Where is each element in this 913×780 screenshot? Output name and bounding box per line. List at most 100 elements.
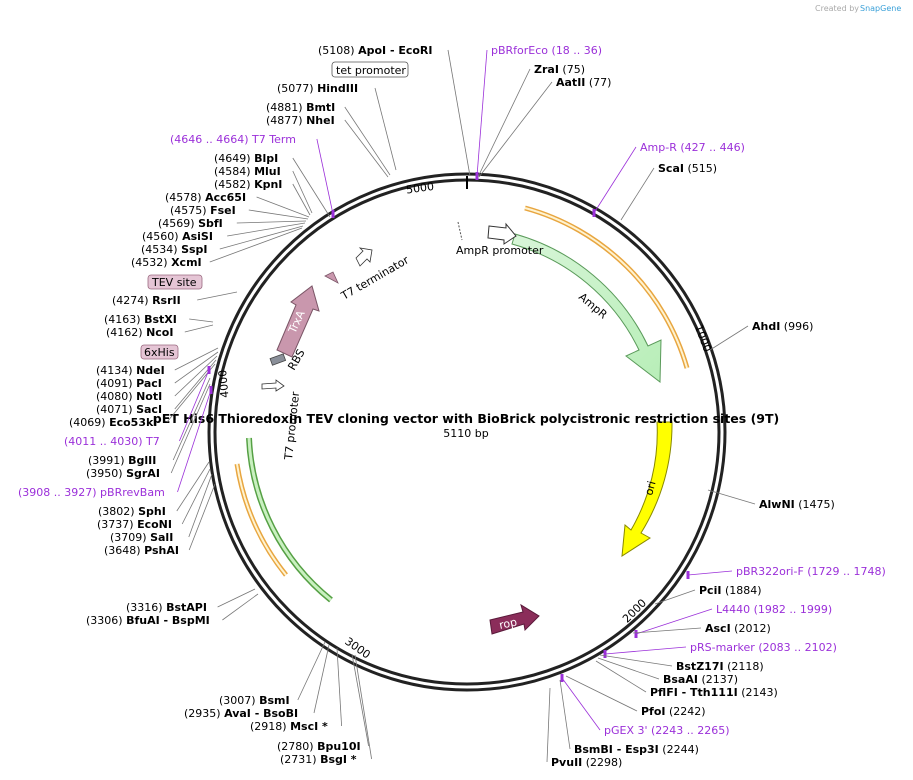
site-label-fsei[interactable]: (4575) FseI [170, 204, 236, 217]
site-label-pfoi[interactable]: PfoI (2242) [641, 705, 706, 718]
site-label-kpni[interactable]: (4582) KpnI [214, 178, 282, 191]
site-label-asisi[interactable]: (4560) AsiSI [142, 230, 213, 243]
site-label-bmti[interactable]: (4881) BmtI [266, 101, 335, 114]
leader-pbr322ori [687, 570, 733, 576]
leader-xcmi [209, 227, 303, 263]
site-label-sphi[interactable]: (3802) SphI [98, 505, 166, 518]
ampr-promoter-arrow[interactable] [487, 222, 517, 245]
site-label-rsrii[interactable]: (4274) RsrII [112, 294, 181, 307]
leader-prsmarker [604, 646, 687, 655]
leader-scai [620, 167, 655, 221]
leader-t7term [316, 138, 334, 215]
site-label-sali[interactable]: (3709) SalI [110, 531, 173, 544]
leader-zrai [477, 68, 531, 178]
leader-pflfi [595, 660, 647, 693]
primer-mark-prsmarker [603, 650, 607, 658]
site-label-zrai[interactable]: ZraI (75) [534, 63, 585, 76]
site-label-bsmi[interactable]: (3007) BsmI [219, 694, 290, 707]
tev-site-box[interactable]: TEV site [147, 274, 203, 290]
site-label-avai[interactable]: (2935) AvaI - BsoBI [184, 707, 298, 720]
leader-l4440 [635, 608, 713, 635]
tick-5000: 5000 [405, 180, 435, 197]
site-label-pvuii[interactable]: PvuII (2298) [551, 756, 622, 769]
leader-kpni [292, 183, 311, 216]
site-label-bsmbi[interactable]: BsmBI - Esp3I (2244) [574, 743, 699, 756]
leader-ndei [174, 347, 219, 371]
trxa-feature-arrow[interactable] [276, 285, 320, 358]
leader-bmti [344, 106, 391, 176]
site-label-aatii[interactable]: AatII (77) [556, 76, 611, 89]
site-label-t7[interactable]: (4011 .. 4030) T7 [64, 435, 160, 448]
site-label-nhei[interactable]: (4877) NheI [266, 114, 335, 127]
t7-terminator-arrow[interactable] [355, 247, 373, 267]
leader-msci [336, 647, 342, 727]
leader-aatii [478, 81, 553, 178]
rbs-feature[interactable] [269, 353, 287, 366]
site-label-bglii[interactable]: (3991) BglII [88, 454, 156, 467]
site-label-sspi[interactable]: (4534) SspI [141, 243, 208, 256]
site-label-msci[interactable]: (2918) MscI * [250, 720, 328, 733]
t7-promoter-arrow[interactable] [261, 379, 285, 392]
primer-mark-pbr322ori [686, 571, 690, 579]
site-label-apoi[interactable]: (5108) ApoI - EcoRI [318, 44, 433, 57]
site-label-ahdi[interactable]: AhdI (996) [752, 320, 813, 333]
site-label-bstxi[interactable]: (4163) BstXI [104, 313, 177, 326]
primer-mark-t7 [207, 366, 211, 374]
leader-bglii [172, 377, 211, 461]
leader-pgex3 [561, 677, 601, 731]
site-label-bsgi[interactable]: (2731) BsgI * [280, 753, 357, 766]
primer-mark-pbrrevbam [209, 386, 213, 394]
site-label-sbfi[interactable]: (4569) SbfI [158, 217, 223, 230]
lower-orange-band-inner [236, 463, 287, 576]
site-label-bstapi[interactable]: (3316) BstAPI [126, 601, 207, 614]
site-label-sgrai[interactable]: (3950) SgrAI [86, 467, 160, 480]
site-label-pbr322ori[interactable]: pBR322ori-F (1729 .. 1748) [736, 565, 886, 578]
tet-promoter-box[interactable]: tet promoter [331, 61, 409, 78]
site-label-bfuai[interactable]: (3306) BfuAI - BspMI [86, 614, 210, 627]
his6-box[interactable]: 6xHis [140, 344, 179, 360]
site-label-bsaai[interactable]: BsaAI (2137) [663, 673, 738, 686]
site-label-econi[interactable]: (3737) EcoNI [97, 518, 172, 531]
rop-feature-arrow[interactable] [489, 603, 540, 635]
site-label-xcmi[interactable]: (4532) XcmI [131, 256, 202, 269]
site-label-hindiii[interactable]: (5077) HindIII [277, 82, 358, 95]
leader-acc65i [256, 196, 310, 218]
site-label-t7term[interactable]: (4646 .. 4664) T7 Term [170, 133, 296, 146]
site-label-pcii[interactable]: PciI (1884) [699, 584, 762, 597]
site-label-asci[interactable]: AscI (2012) [705, 622, 771, 635]
site-label-ncoi[interactable]: (4162) NcoI [106, 326, 173, 339]
site-label-acc65i[interactable]: (4578) Acc65I [165, 191, 246, 204]
leader-eco53ki [166, 363, 216, 423]
site-label-saci[interactable]: (4071) SacI [96, 403, 162, 416]
ampr-feature-arrow[interactable] [511, 233, 662, 383]
site-label-ndei[interactable]: (4134) NdeI [96, 364, 165, 377]
leader-hindiii [374, 87, 397, 171]
leader-sbfi [236, 220, 307, 224]
site-label-l4440[interactable]: L4440 (1982 .. 1999) [716, 603, 832, 616]
site-label-blpi[interactable]: (4649) BlpI [214, 152, 278, 165]
leader-avai [313, 644, 330, 714]
leader-bsgi [354, 654, 372, 760]
site-label-eco53ki[interactable]: (4069) Eco53kI [69, 416, 157, 429]
site-label-ampr_site[interactable]: Amp-R (427 .. 446) [640, 141, 745, 154]
site-label-pbrforeco[interactable]: pBRforEco (18 .. 36) [491, 44, 602, 57]
site-label-noti[interactable]: (4080) NotI [96, 390, 162, 403]
site-label-pshai[interactable]: (3648) PshAI [104, 544, 179, 557]
leader-econi [181, 468, 211, 525]
ori-feature-arrow[interactable] [621, 421, 673, 557]
leader-pbrforeco [476, 49, 488, 177]
leader-asci [632, 627, 702, 634]
site-label-pbrrevbam[interactable]: (3908 .. 3927) pBRrevBam [18, 486, 165, 499]
site-label-mlui[interactable]: (4584) MluI [214, 165, 281, 178]
site-label-prsmarker[interactable]: pRS-marker (2083 .. 2102) [690, 641, 837, 654]
site-label-bpu10i[interactable]: (2780) Bpu10I [277, 740, 361, 753]
map-subtitle: 5110 bp [443, 427, 488, 440]
site-label-pflfi[interactable]: PflFI - Tth111I (2143) [650, 686, 778, 699]
site-label-bstz17i[interactable]: BstZ17I (2118) [676, 660, 764, 673]
site-label-scai[interactable]: ScaI (515) [658, 162, 717, 175]
primer-mark-pgex3 [560, 674, 564, 682]
site-label-alwni[interactable]: AlwNI (1475) [759, 498, 835, 511]
leader-apoi [447, 49, 471, 177]
site-label-pgex3[interactable]: pGEX 3' (2243 .. 2265) [604, 724, 730, 737]
site-label-paci[interactable]: (4091) PacI [96, 377, 162, 390]
